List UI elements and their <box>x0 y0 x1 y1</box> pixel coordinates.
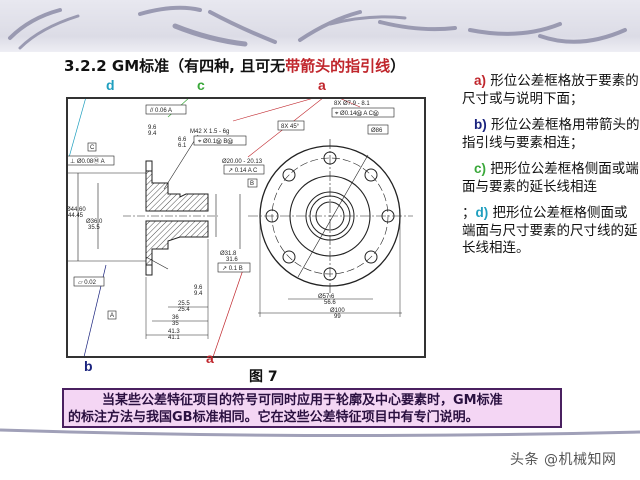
side-notes: a) 形位公差框格放于要素的尺寸或与说明下面； b) 形位公差框格用带箭头的指引… <box>462 72 640 266</box>
svg-text:41.3: 41.3 <box>168 329 180 335</box>
note-b-tag: b) <box>474 117 487 132</box>
svg-text:↗ 0.14 A C: ↗ 0.14 A C <box>228 168 258 174</box>
note-d-prefix: ； <box>462 205 476 221</box>
svg-text:↗ 0.1 B: ↗ 0.1 B <box>222 266 243 272</box>
note-d-text: 把形位公差框格侧面或端面与尺寸要素的尺寸线的延长线相连。 <box>462 205 638 256</box>
svg-text:99: 99 <box>334 314 341 320</box>
title-suffix: ） <box>390 57 406 75</box>
decorative-banner <box>0 0 640 52</box>
technical-drawing: // 0.06 A ⊥ Ø0.08Ⓜ A C M42 X 1.5 - 6g ⌖ … <box>65 93 426 358</box>
svg-text:9.6: 9.6 <box>194 285 203 291</box>
svg-text:8X Ø7.9 - 8.1: 8X Ø7.9 - 8.1 <box>334 101 370 107</box>
svg-text:Ø57.6: Ø57.6 <box>318 294 335 300</box>
svg-text:⌖ Ø0.1Ⓜ BⓂ: ⌖ Ø0.1Ⓜ BⓂ <box>198 138 233 145</box>
label-c: c <box>197 77 205 93</box>
svg-text:A: A <box>110 313 114 319</box>
callout-box: 当某些公差特征项目的符号可同时应用于轮廓及中心要素时，GM标准 的标注方法与我国… <box>62 388 562 428</box>
svg-text:25.4: 25.4 <box>178 307 190 313</box>
svg-text:35: 35 <box>172 321 179 327</box>
svg-text:41.1: 41.1 <box>168 335 180 341</box>
note-b: b) 形位公差框格用带箭头的指引线与要素相连； <box>462 116 640 152</box>
decorative-swoosh <box>0 428 640 438</box>
svg-text:M42 X 1.5 - 6g: M42 X 1.5 - 6g <box>190 129 229 135</box>
svg-text:8X 45°: 8X 45° <box>281 124 300 130</box>
svg-text:Ø20.00 - 20.13: Ø20.00 - 20.13 <box>222 159 263 165</box>
figure-caption: 图 7 <box>249 369 278 385</box>
note-c: c) 把形位公差框格侧面或端面与要素的延长线相连 <box>462 160 640 196</box>
note-a: a) 形位公差框格放于要素的尺寸或与说明下面； <box>462 72 640 108</box>
title-highlight: 带箭头的指引线 <box>285 57 391 75</box>
svg-text:Ø36.0: Ø36.0 <box>86 219 103 225</box>
callout-line-1: 当某些公差特征项目的符号可同时应用于轮廓及中心要素时，GM标准 <box>102 393 503 408</box>
svg-text:Ø86: Ø86 <box>371 128 383 134</box>
note-b-text: 形位公差框格用带箭头的指引线与要素相连； <box>462 117 640 151</box>
svg-text:6.1: 6.1 <box>178 143 187 149</box>
watermark: 头条 @机械知网 <box>510 452 617 468</box>
note-d: ；d) 把形位公差框格侧面或端面与尺寸要素的尺寸线的延长线相连。 <box>462 204 640 258</box>
svg-text:36: 36 <box>172 315 179 321</box>
label-d: d <box>106 77 115 93</box>
page-title: 3.2.2 GM标准（有四种, 且可无带箭头的指引线） <box>64 55 405 76</box>
svg-text:9.4: 9.4 <box>194 291 203 297</box>
svg-text:31.6: 31.6 <box>226 257 238 263</box>
svg-text:▱ 0.02: ▱ 0.02 <box>78 280 97 286</box>
svg-text:Ø44.60: Ø44.60 <box>68 207 86 213</box>
label-a-top: a <box>318 77 326 93</box>
svg-text:B: B <box>250 181 254 187</box>
flange-drawing-svg: // 0.06 A ⊥ Ø0.08Ⓜ A C M42 X 1.5 - 6g ⌖ … <box>65 93 413 358</box>
svg-text:25.5: 25.5 <box>178 301 190 307</box>
svg-text:56.6: 56.6 <box>324 300 336 306</box>
svg-text:9.6: 9.6 <box>148 125 157 131</box>
note-a-tag: a) <box>474 73 487 88</box>
svg-text:9.4: 9.4 <box>148 131 157 137</box>
svg-text:35.5: 35.5 <box>88 225 100 231</box>
svg-text:C: C <box>90 145 95 151</box>
note-c-tag: c) <box>474 161 487 176</box>
title-prefix: 3.2.2 GM标准（有四种, 且可无 <box>64 57 286 75</box>
note-a-text: 形位公差框格放于要素的尺寸或与说明下面； <box>462 73 639 107</box>
label-a-bottom: a <box>206 350 214 366</box>
svg-text:6.6: 6.6 <box>178 137 187 143</box>
note-d-tag: d) <box>475 205 489 220</box>
svg-text:44.45: 44.45 <box>68 213 84 219</box>
svg-text:// 0.06 A: // 0.06 A <box>150 108 172 114</box>
svg-text:⌖ Ø0.14Ⓜ A CⓂ: ⌖ Ø0.14Ⓜ A CⓂ <box>335 110 379 117</box>
note-c-text: 把形位公差框格侧面或端面与要素的延长线相连 <box>462 161 639 195</box>
label-b: b <box>84 358 93 374</box>
svg-text:Ø31.8: Ø31.8 <box>220 251 237 257</box>
callout-line-2: 的标注方法与我国GB标准相同。它在这些公差特征项目中有专门说明。 <box>68 410 479 425</box>
svg-text:Ø100: Ø100 <box>330 308 345 314</box>
svg-text:⊥ Ø0.08Ⓜ A: ⊥ Ø0.08Ⓜ A <box>70 157 105 165</box>
